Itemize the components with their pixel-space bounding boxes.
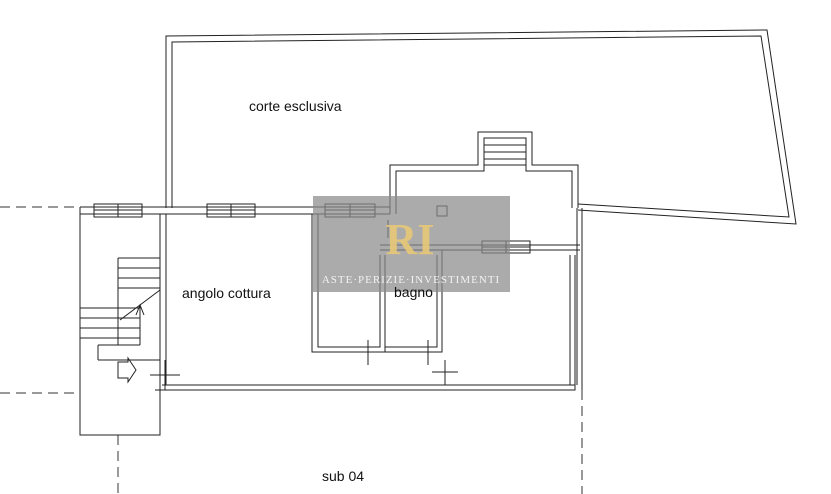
watermark: RI ASTE·PERIZIE·INVESTIMENTI	[313, 196, 510, 292]
label-angolo-cottura: angolo cottura	[182, 285, 271, 301]
label-bagno: bagno	[394, 284, 433, 300]
building-walls	[79, 206, 583, 436]
watermark-logo: RI	[386, 215, 435, 264]
boundary-dashes	[0, 206, 583, 494]
label-corte-esclusiva: corte esclusiva	[249, 98, 342, 114]
staircase	[80, 257, 161, 384]
label-sub: sub 04	[322, 468, 364, 484]
courtyard-outline	[165, 29, 797, 225]
watermark-caption: ASTE·PERIZIE·INVESTIMENTI	[322, 274, 500, 286]
